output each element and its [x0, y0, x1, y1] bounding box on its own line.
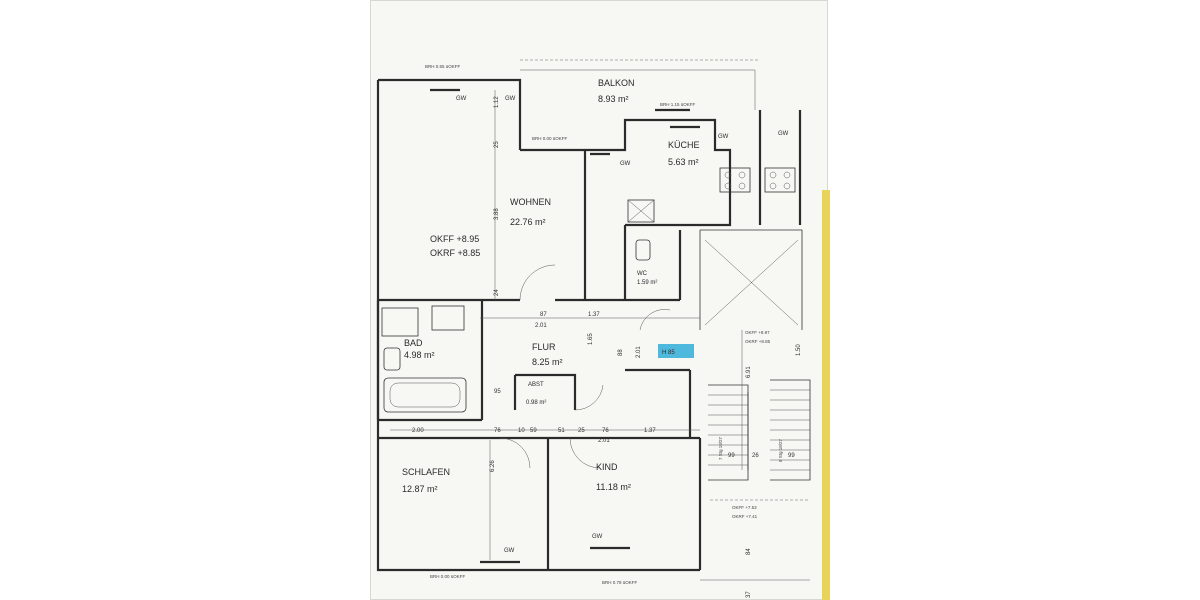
- annotations: BRH 0.55 üOKFF BRH 1.15 üOKFF BRH 0.00 ü…: [425, 64, 789, 585]
- room-area-schlafen: 12.87 m²: [402, 484, 438, 494]
- floor-plan: BALKON 8.93 m² KÜCHE 5.63 m² WOHNEN 22.7…: [376, 59, 811, 598]
- dim-388: 3.88: [494, 208, 500, 220]
- gw-label-3: GW: [620, 161, 631, 167]
- gw-label-6: GW: [504, 548, 515, 554]
- gw-label-1: GW: [456, 96, 467, 102]
- brh-mid: BRH 0.00 üOKFF: [532, 136, 568, 141]
- brh-bottom: BRH 0.78 üOKFF: [602, 580, 638, 585]
- room-name-schlafen: SCHLAFEN: [402, 467, 450, 477]
- room-area-wc: 1.59 m²: [637, 280, 657, 286]
- dim-885: 88: [618, 349, 624, 356]
- room-name-kueche: KÜCHE: [668, 140, 700, 150]
- gw-label-2: GW: [505, 96, 516, 102]
- paper-edge: [822, 190, 830, 600]
- room-area-kind: 11.18 m²: [596, 482, 631, 492]
- room-area-abst: 0.98 m²: [526, 400, 546, 406]
- dim-112: 1.12: [494, 96, 500, 108]
- dim-24: 24: [494, 289, 500, 296]
- dim-76b: 76: [602, 428, 609, 434]
- okrf-stair: OKRF +7.41: [732, 514, 758, 519]
- dim-137a: 1.37: [588, 312, 600, 318]
- room-name-balkon: BALKON: [598, 78, 635, 88]
- gw-label-4: GW: [718, 134, 729, 140]
- okff-right: OKFF +8.97: [745, 330, 770, 335]
- okrf-right: OKRF +8.85: [745, 339, 771, 344]
- dim-51: 51: [558, 428, 565, 434]
- dim-165: 1.65: [588, 333, 594, 345]
- room-area-wohnen: 22.76 m²: [510, 217, 546, 227]
- dim-201b: 2.01: [636, 346, 642, 358]
- room-name-kind: KIND: [596, 462, 618, 472]
- dim-99b: 99: [788, 453, 795, 459]
- room-area-kueche: 5.63 m²: [668, 157, 699, 167]
- dim-25b: 25: [578, 428, 585, 434]
- room-name-abst: ABST: [528, 382, 544, 388]
- dim-875: 87: [540, 312, 547, 318]
- highlight-marker: [658, 344, 694, 358]
- okff-wohnen: OKFF +8.95: [430, 234, 479, 244]
- room-area-balkon: 8.93 m²: [598, 94, 629, 104]
- dim-10a: 10: [518, 428, 525, 434]
- dim-626: 6.26: [490, 460, 496, 472]
- dim-95: 95: [494, 389, 501, 395]
- dim-375: 37: [746, 591, 752, 598]
- stair-label-right: 8 Stg 18/27: [778, 438, 783, 462]
- dimensions: 1.12 25 3.88 24 87 2.01 1.37 1.65 88 2.0…: [412, 96, 802, 598]
- brh-top: BRH 0.55 üOKFF: [425, 64, 461, 69]
- room-name-flur: FLUR: [532, 342, 556, 352]
- dim-59: 59: [530, 428, 537, 434]
- dim-150: 1.50: [796, 344, 802, 356]
- brh-bottom-left: BRH 0.00 üOKFF: [430, 574, 466, 579]
- room-name-wohnen: WOHNEN: [510, 197, 551, 207]
- fixtures: [381, 88, 811, 581]
- stairs: [708, 379, 811, 481]
- stair-label-left: 7 Stg 18/27: [718, 436, 723, 460]
- room-labels: BALKON 8.93 m² KÜCHE 5.63 m² WOHNEN 22.7…: [402, 78, 700, 494]
- dim-76a: 76: [494, 428, 501, 434]
- dim-691: 6.91: [746, 366, 752, 378]
- dim-200: 2.00: [412, 428, 424, 434]
- dim-201a: 2.01: [535, 323, 547, 329]
- room-area-bad: 4.98 m²: [404, 350, 435, 360]
- gw-label-5: GW: [778, 131, 789, 137]
- dim-845: 84: [746, 548, 752, 555]
- room-name-wc: WC: [637, 271, 648, 277]
- okff-stair: OKFF +7.53: [732, 505, 757, 510]
- room-name-bad: BAD: [404, 338, 423, 348]
- brh-balkon: BRH 1.15 üOKFF: [660, 102, 696, 107]
- walls: [376, 59, 803, 572]
- gw-label-7: GW: [592, 534, 603, 540]
- room-area-flur: 8.25 m²: [532, 357, 563, 367]
- dim-26: 26: [752, 453, 759, 459]
- dim-201c: 2.01: [598, 438, 610, 444]
- highlight-label: H 85: [662, 350, 675, 356]
- dim-25: 25: [494, 141, 500, 148]
- okrf-wohnen: OKRF +8.85: [430, 248, 480, 258]
- dim-99a: 99: [728, 453, 735, 459]
- dim-137b: 1.37: [644, 428, 656, 434]
